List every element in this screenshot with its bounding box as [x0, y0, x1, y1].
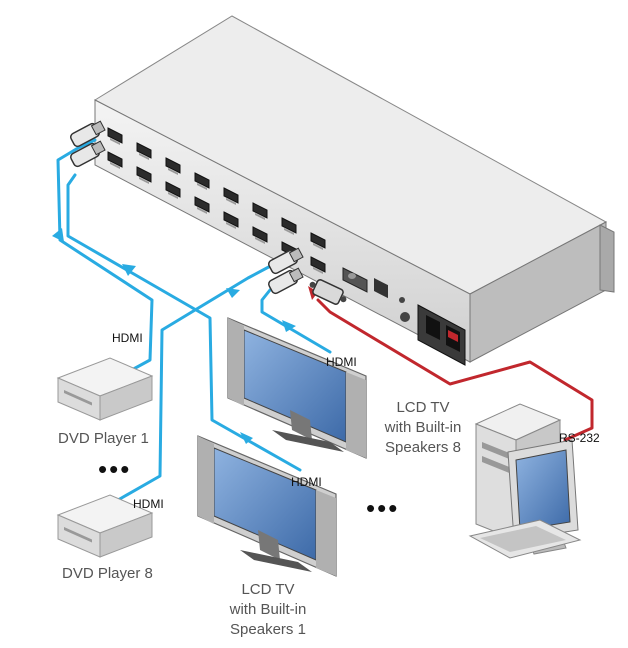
port-label-strip [284, 228, 294, 235]
hdmi-cable-tv1 [66, 173, 302, 472]
port-label-strip [110, 162, 120, 169]
port-label-strip [168, 192, 178, 199]
hdmi-port [136, 166, 152, 183]
control-pc [468, 403, 582, 559]
port-label-strip [255, 237, 265, 244]
switcher-rack-ear [599, 224, 615, 293]
lcd-tv-8 [227, 317, 367, 459]
cable-arrows [52, 228, 296, 444]
hdmi-label-tv1: HDMI [291, 475, 322, 489]
arrow-icon [52, 228, 64, 242]
dvd-player-1 [56, 357, 154, 421]
hdmi-port [310, 256, 326, 273]
hdmi-plug-icon [70, 120, 106, 148]
db9-plug-icon [309, 279, 347, 305]
port-label-strip [313, 267, 323, 274]
power-module [417, 304, 466, 366]
hdmi-port [194, 196, 210, 213]
arrow-icon [122, 264, 136, 276]
port-label-strip [139, 177, 149, 184]
port-label-strip [197, 207, 207, 214]
hdmi-port [223, 187, 239, 204]
hdmi-label-tv8: HDMI [326, 355, 357, 369]
hdmi-port [194, 172, 210, 189]
hdmi-plug-icon [268, 267, 304, 295]
tv8-caption: LCD TV with Built-in Speakers 8 [368, 398, 478, 458]
arrow-icon [226, 288, 240, 298]
hdmi-port [107, 151, 123, 168]
arrow-icon [282, 320, 296, 332]
hdmi-label-dvd8: HDMI [133, 497, 164, 511]
rs232-cable [316, 298, 594, 442]
hdmi-port [165, 157, 181, 174]
hdmi-port [281, 217, 297, 234]
port-label-strip [139, 153, 149, 160]
hdmi-port-grid [107, 127, 326, 274]
tv1-caption-line3: Speakers 1 [230, 621, 306, 638]
port-label-strip [255, 213, 265, 220]
arrow-icon [240, 432, 253, 444]
tv8-caption-line3: Speakers 8 [385, 439, 461, 456]
tv1-caption-line2: with Built-in [229, 601, 307, 618]
port-label-strip [168, 168, 178, 175]
ethernet-port [374, 278, 388, 299]
tv1-caption-line1: LCD TV [241, 581, 295, 598]
hdmi-cable-tv8 [260, 288, 332, 354]
matrix-switcher [93, 15, 615, 366]
lcd-tv-1 [197, 435, 337, 577]
rs232-port [342, 267, 368, 293]
indicator-button [400, 312, 410, 322]
tv8-caption-line2: with Built-in [384, 419, 462, 436]
port-label-strip [110, 138, 120, 145]
hdmi-cable-dvd8 [116, 260, 280, 502]
dvd-player-8-label: DVD Player 8 [62, 565, 153, 582]
port-label-strip [226, 198, 236, 205]
display-ellipsis: ••• [366, 493, 400, 523]
port-label-strip [197, 183, 207, 190]
hdmi-plug-icon [70, 140, 106, 168]
port-label-strip [313, 243, 323, 250]
hdmi-port [252, 202, 268, 219]
dvd-player-8 [56, 494, 154, 558]
hdmi-port [165, 181, 181, 198]
hdmi-connectors [70, 120, 347, 305]
port-label-strip [226, 222, 236, 229]
hdmi-port [223, 211, 239, 228]
hdmi-port [310, 232, 326, 249]
hdmi-port [107, 127, 123, 144]
hdmi-port [136, 142, 152, 159]
rs232-label: RS-232 [559, 431, 600, 445]
source-ellipsis: ••• [98, 454, 132, 484]
tv1-caption: LCD TV with Built-in Speakers 1 [213, 580, 323, 640]
hdmi-plug-icon [268, 247, 304, 275]
dvd-player-1-label: DVD Player 1 [58, 430, 149, 447]
reset-button [399, 297, 405, 303]
hdmi-label-dvd1: HDMI [112, 331, 143, 345]
hdmi-port [252, 226, 268, 243]
tv8-caption-line1: LCD TV [396, 399, 450, 416]
